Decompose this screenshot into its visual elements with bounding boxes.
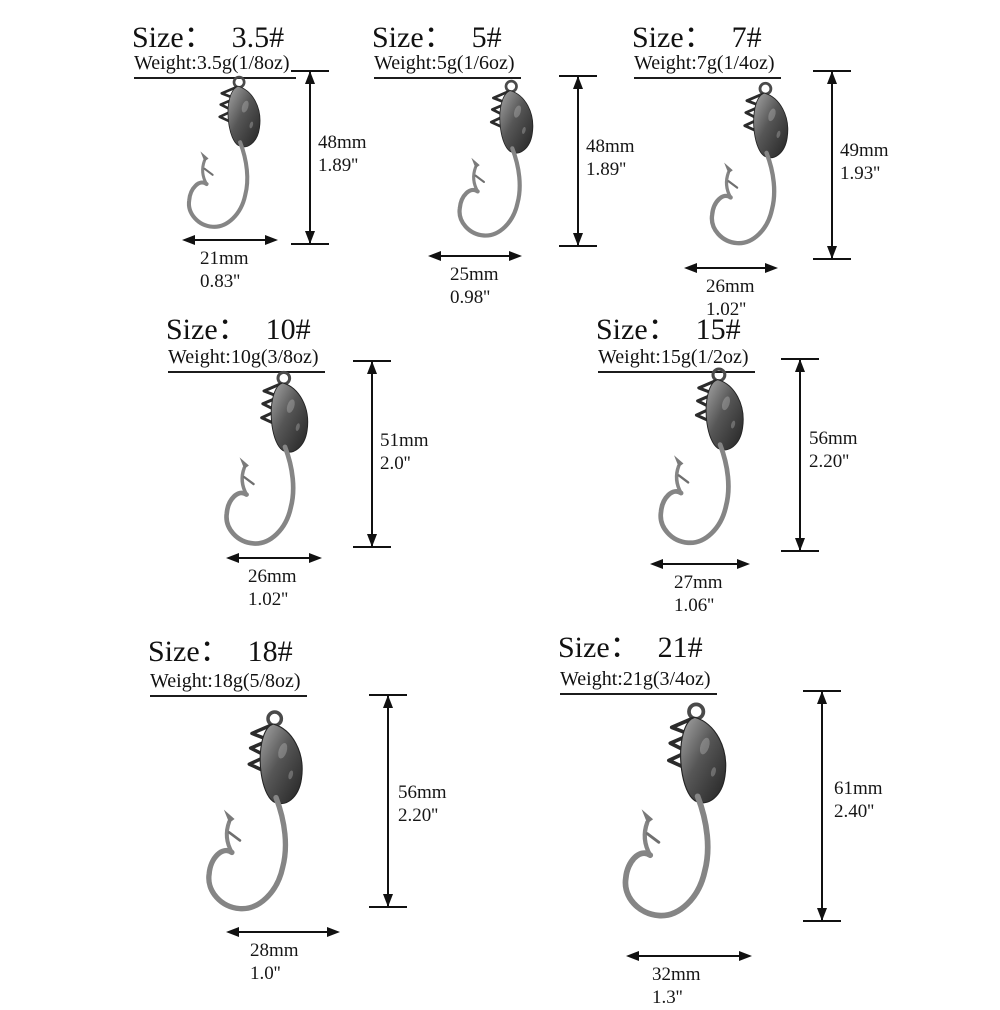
jig-hook-illustration — [214, 368, 342, 556]
jig-hook-illustration — [178, 74, 290, 237]
size-prefix: Size： — [632, 21, 714, 54]
weight-label: Weight:10g(3/8oz) — [168, 346, 325, 373]
height-inch: 2.20'' — [398, 804, 439, 826]
size-value: 18# — [247, 635, 293, 668]
size-label: Size： 10# — [166, 304, 311, 348]
size-label: Size： 5# — [372, 12, 502, 56]
height-inch: 2.0'' — [380, 452, 411, 474]
height-mm: 61mm — [834, 778, 883, 799]
height-inch: 1.93'' — [840, 162, 881, 184]
size-value: 7# — [731, 21, 762, 54]
height-mm: 48mm — [318, 132, 367, 153]
width-inch: 1.3'' — [652, 986, 683, 1008]
height-mm: 56mm — [809, 428, 858, 449]
size-prefix: Size： — [166, 313, 248, 346]
height-dimension-arrow — [813, 70, 851, 260]
width-dimension-arrow — [626, 950, 752, 962]
height-inch: 2.40'' — [834, 800, 875, 822]
height-dimension-arrow — [803, 690, 841, 922]
size-label: Size： 7# — [632, 12, 762, 56]
width-dimension-arrow — [226, 926, 340, 938]
size-prefix: Size： — [558, 631, 640, 664]
width-mm: 28mm — [250, 940, 299, 961]
jig-hook-illustration — [448, 78, 564, 246]
height-inch: 2.20'' — [809, 450, 850, 472]
width-dimension-arrow — [182, 234, 278, 246]
size-label: Size： 21# — [558, 622, 703, 666]
height-mm: 56mm — [398, 782, 447, 803]
width-mm: 26mm — [706, 276, 755, 297]
size-value: 3.5# — [231, 21, 285, 54]
weight-label: Weight:5g(1/6oz) — [374, 52, 521, 79]
height-mm: 48mm — [586, 136, 635, 157]
size-label: Size： 18# — [148, 626, 293, 670]
height-inch: 1.89'' — [318, 154, 359, 176]
jig-hook-illustration — [648, 364, 778, 556]
width-inch: 1.0'' — [250, 962, 281, 984]
height-mm: 49mm — [840, 140, 889, 161]
size-label: Size： 3.5# — [132, 12, 284, 56]
jig-hook-illustration — [194, 708, 342, 922]
width-dimension-arrow — [226, 552, 322, 564]
weight-label: Weight:21g(3/4oz) — [560, 668, 717, 695]
width-mm: 26mm — [248, 566, 297, 587]
width-mm: 25mm — [450, 264, 499, 285]
width-inch: 0.98'' — [450, 286, 491, 308]
width-dimension-arrow — [650, 558, 750, 570]
size-prefix: Size： — [148, 635, 230, 668]
width-inch: 1.02'' — [248, 588, 289, 610]
size-label: Size： 15# — [596, 304, 741, 348]
size-value: 15# — [695, 313, 741, 346]
jig-hook-illustration — [610, 700, 768, 930]
width-dimension-arrow — [428, 250, 522, 262]
size-prefix: Size： — [372, 21, 454, 54]
size-prefix: Size： — [596, 313, 678, 346]
size-prefix: Size： — [132, 21, 214, 54]
jig-hook-illustration — [700, 80, 820, 254]
height-dimension-arrow — [291, 70, 329, 245]
width-mm: 27mm — [674, 572, 723, 593]
size-value: 10# — [265, 313, 311, 346]
weight-label: Weight:15g(1/2oz) — [598, 346, 755, 373]
width-mm: 32mm — [652, 964, 701, 985]
height-inch: 1.89'' — [586, 158, 627, 180]
height-dimension-arrow — [353, 360, 391, 548]
weight-label: Weight:3.5g(1/8oz) — [134, 52, 296, 79]
width-inch: 0.83'' — [200, 270, 241, 292]
width-inch: 1.02'' — [706, 298, 747, 320]
size-value: 5# — [471, 21, 502, 54]
weight-label: Weight:7g(1/4oz) — [634, 52, 781, 79]
height-mm: 51mm — [380, 430, 429, 451]
height-dimension-arrow — [781, 358, 819, 552]
width-mm: 21mm — [200, 248, 249, 269]
width-inch: 1.06'' — [674, 594, 715, 616]
size-value: 21# — [657, 631, 703, 664]
weight-label: Weight:18g(5/8oz) — [150, 670, 307, 697]
width-dimension-arrow — [684, 262, 778, 274]
height-dimension-arrow — [369, 694, 407, 908]
height-dimension-arrow — [559, 75, 597, 247]
